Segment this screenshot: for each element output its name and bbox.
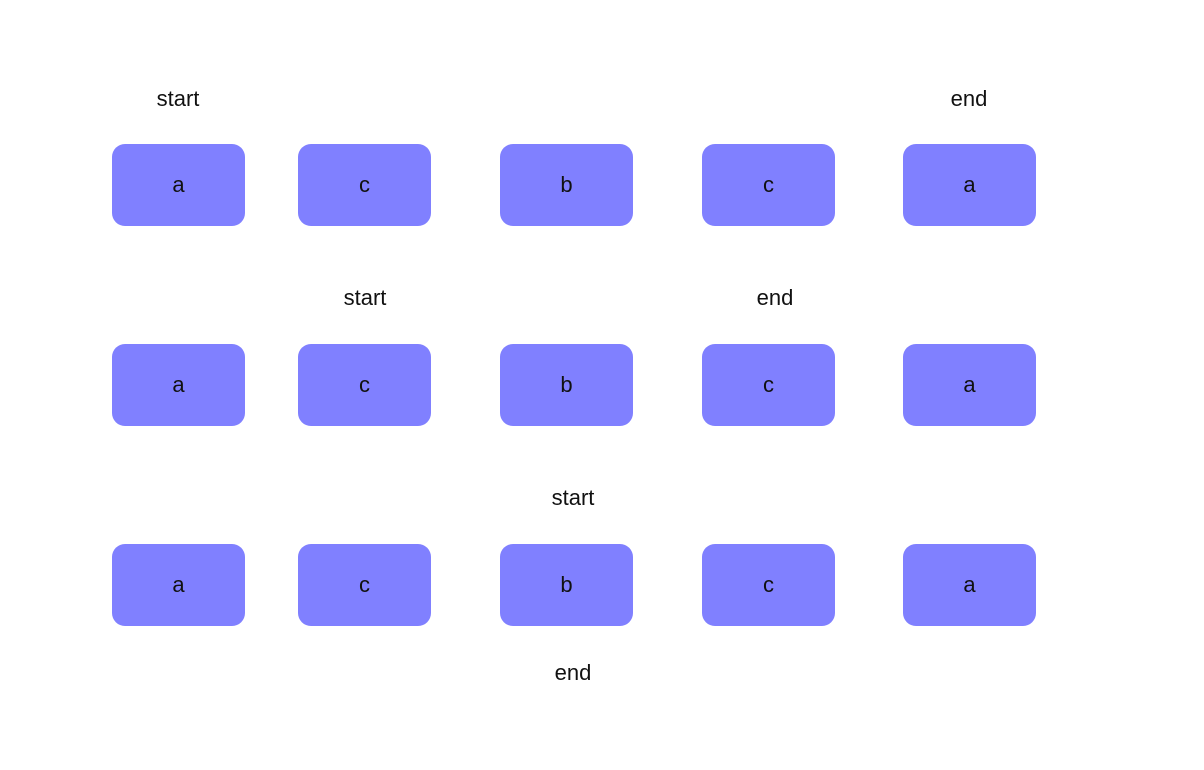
row-2-box-2: c <box>298 344 431 426</box>
row-1-box-5-label: a <box>963 172 976 197</box>
row-3-box-4-label: c <box>763 572 774 597</box>
row-1-box-2-label: c <box>359 172 370 197</box>
row-1-box-5: a <box>903 144 1036 226</box>
row-1-box-3-label: b <box>560 172 573 197</box>
row-2-box-3: b <box>500 344 633 426</box>
row-2-box-1-label: a <box>172 372 185 397</box>
row-1-box-4: c <box>702 144 835 226</box>
row-2-box-5-label: a <box>963 372 976 397</box>
row-3-box-1: a <box>112 544 245 626</box>
row-3-box-3: b <box>500 544 633 626</box>
row-3-start-label: start <box>551 485 595 510</box>
row-1-start-label: start <box>156 86 200 111</box>
row-2-box-4-label: c <box>763 372 774 397</box>
row-3-box-5-label: a <box>963 572 976 597</box>
row-1-box-1: a <box>112 144 245 226</box>
row-1-box-4-label: c <box>763 172 774 197</box>
row-2-end-label: end <box>756 285 794 310</box>
row-3-box-2-label: c <box>359 572 370 597</box>
row-3: a c b c a <box>0 544 1204 626</box>
row-3-box-2: c <box>298 544 431 626</box>
row-2: a c b c a <box>0 344 1204 426</box>
row-3-box-5: a <box>903 544 1036 626</box>
row-3-box-3-label: b <box>560 572 573 597</box>
row-1-end-label: end <box>950 86 988 111</box>
row-2-box-2-label: c <box>359 372 370 397</box>
row-3-box-4: c <box>702 544 835 626</box>
row-1: a c b c a <box>0 144 1204 226</box>
row-2-box-5: a <box>903 344 1036 426</box>
row-2-start-label: start <box>343 285 387 310</box>
row-2-box-3-label: b <box>560 372 573 397</box>
row-2-box-4: c <box>702 344 835 426</box>
row-2-box-1: a <box>112 344 245 426</box>
row-3-box-1-label: a <box>172 572 185 597</box>
row-1-box-1-label: a <box>172 172 185 197</box>
row-1-box-2: c <box>298 144 431 226</box>
row-3-end-label: end <box>554 660 592 685</box>
row-1-box-3: b <box>500 144 633 226</box>
